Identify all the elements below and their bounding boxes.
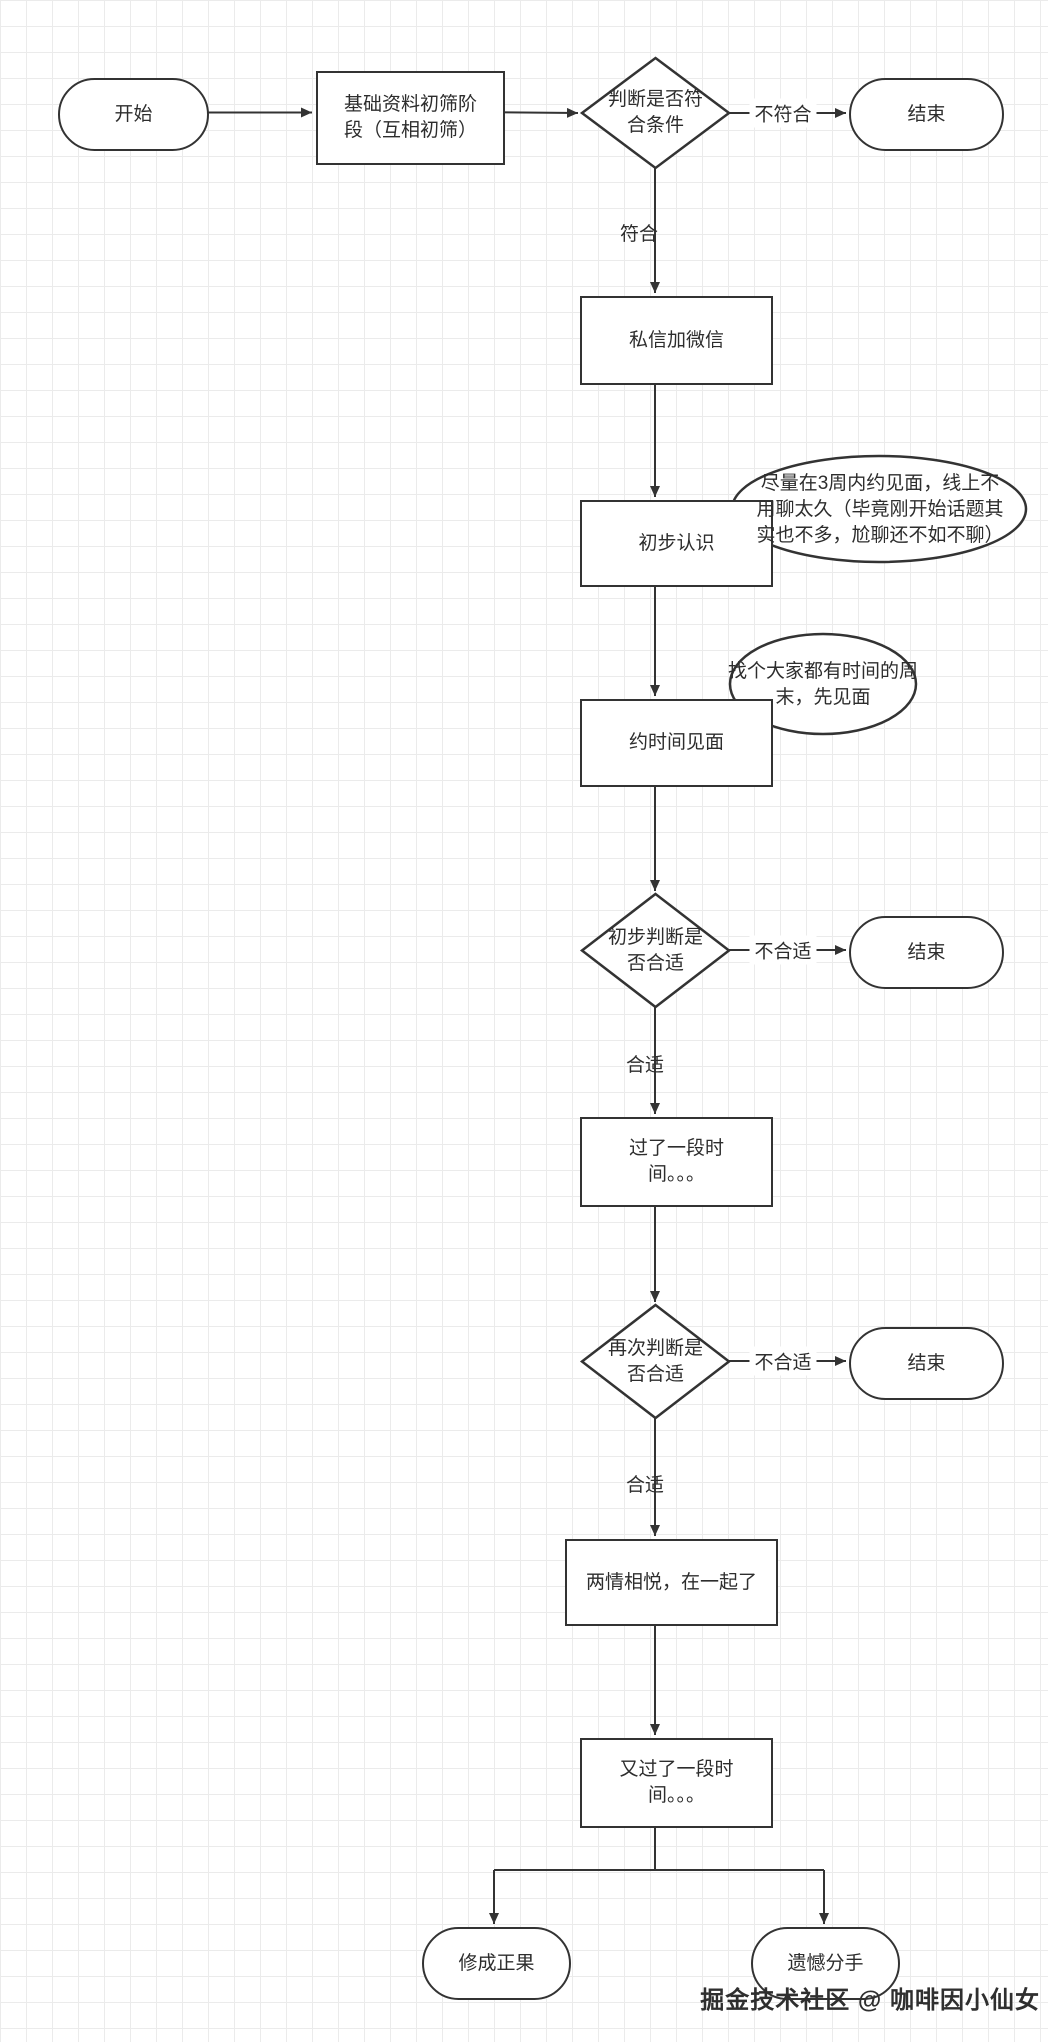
- diamond-shape: [579, 892, 732, 1009]
- screening-node-label: 基础资料初筛阶段（互相初筛）: [343, 94, 477, 141]
- end-node-3-label: 结束: [907, 1352, 946, 1374]
- edge-label-not-match: 不符合: [749, 98, 817, 128]
- add-wechat-node: 私信加微信: [580, 296, 773, 385]
- edge-label-fit-1: 合适: [626, 1055, 665, 1076]
- watermark: 掘金技术社区 @ 咖啡因小仙女: [700, 1987, 1040, 2014]
- edge-label-match: 符合: [620, 224, 659, 245]
- breakup-label: 遗憾分手: [787, 1952, 864, 1974]
- happy-ending-node: 修成正果: [422, 1927, 571, 2000]
- breakup-node: 遗憾分手: [751, 1927, 900, 2000]
- edge-label-not-fit-2: 不合适: [749, 1346, 817, 1376]
- happy-ending-label: 修成正果: [458, 1952, 535, 1974]
- callout-meet-tip-text: 尽量在3周内约见面，线上不用聊太久（毕竟刚开始话题其实也不多，尬聊还不如不聊）: [756, 473, 1004, 546]
- end-node-3: 结束: [849, 1327, 1004, 1400]
- time-passes-label: 过了一段时间。。。: [628, 1138, 724, 1185]
- end-node-2: 结束: [849, 916, 1004, 989]
- schedule-meeting-node: 约时间见面: [580, 699, 773, 787]
- schedule-meeting-label: 约时间见面: [628, 732, 724, 754]
- add-wechat-label: 私信加微信: [628, 329, 724, 351]
- end-node-1-label: 结束: [907, 103, 946, 125]
- decision-first-fit-node: 初步判断是否合适: [579, 892, 732, 1009]
- decision-match-label: 判断是否符合条件: [607, 89, 703, 136]
- first-meet-node: 初步认识: [580, 500, 773, 587]
- together-node: 两情相悦，在一起了: [565, 1539, 778, 1626]
- together-label: 两情相悦，在一起了: [585, 1571, 757, 1593]
- decision-second-fit-label: 再次判断是否合适: [607, 1337, 703, 1385]
- start-node: 开始: [58, 78, 209, 151]
- edge-label-not-fit-1: 不合适: [749, 935, 817, 965]
- start-node-label: 开始: [114, 103, 153, 125]
- more-time-passes-node: 又过了一段时间。。。: [580, 1738, 773, 1828]
- more-time-passes-label: 又过了一段时间。。。: [619, 1759, 734, 1806]
- edge-label-fit-2: 合适: [626, 1475, 665, 1496]
- decision-first-fit-label: 初步判断是否合适: [607, 926, 703, 974]
- end-node-1: 结束: [849, 78, 1004, 151]
- first-meet-label: 初步认识: [638, 532, 715, 554]
- decision-second-fit-node: 再次判断是否合适: [579, 1303, 732, 1420]
- time-passes-node: 过了一段时间。。。: [580, 1117, 773, 1207]
- screening-node: 基础资料初筛阶段（互相初筛）: [316, 71, 505, 165]
- end-node-2-label: 结束: [907, 941, 946, 963]
- diamond-shape: [579, 1303, 732, 1420]
- callout-weekend-tip-text: 找个大家都有时间的周末，先见面: [727, 661, 918, 708]
- decision-match-node: 判断是否符合条件: [579, 56, 732, 170]
- diamond-shape: [579, 56, 732, 170]
